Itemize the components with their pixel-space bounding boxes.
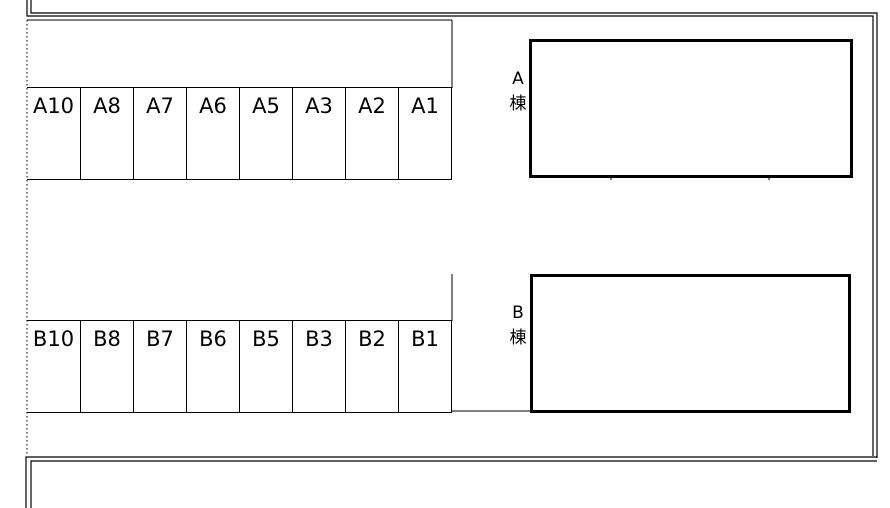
building-a-letter: A [512,69,524,89]
building-b-letter: B [512,303,524,323]
parking-slot: B2 [346,321,399,412]
parking-slot: A7 [134,88,187,179]
building-b-label: B 棟 [507,301,529,350]
parking-slot: B7 [134,321,187,412]
parking-row-a: A10 A8 A7 A6 A5 A3 A2 A1 [27,87,452,180]
parking-slot: A2 [346,88,399,179]
parking-slot: B6 [187,321,240,412]
parking-row-b: B10 B8 B7 B6 B5 B3 B2 B1 [27,320,452,413]
building-a-label: A 棟 [507,67,529,116]
parking-slot: A6 [187,88,240,179]
parking-slot: B5 [240,321,293,412]
building-a-suffix: 棟 [509,93,527,114]
parking-slot: B1 [399,321,452,412]
parking-slot: A10 [27,88,81,179]
parking-slot: B3 [293,321,346,412]
parking-slot: A3 [293,88,346,179]
parking-slot: B10 [27,321,81,412]
building-a [529,39,853,178]
parking-slot: B8 [81,321,134,412]
building-b [530,274,851,413]
building-b-suffix: 棟 [509,327,527,348]
parking-slot: A1 [399,88,452,179]
parking-slot: A5 [240,88,293,179]
parking-slot: A8 [81,88,134,179]
